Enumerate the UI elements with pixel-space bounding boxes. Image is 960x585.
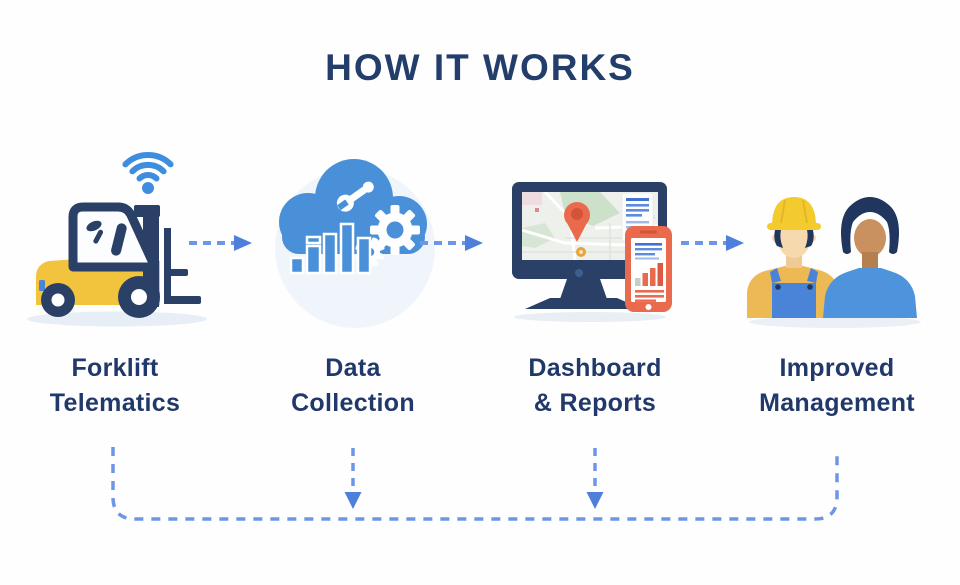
loop-down-arrow-data-collection xyxy=(344,448,362,509)
flow-arrow-2 xyxy=(420,235,483,251)
wifi-icon xyxy=(122,152,174,194)
label-line: Data xyxy=(325,354,381,382)
phone-icon xyxy=(625,226,672,312)
forklift-driver xyxy=(86,220,127,256)
label-line: Management xyxy=(759,389,915,417)
forklift-shadow xyxy=(27,311,207,327)
location-pin-icon xyxy=(564,202,590,257)
worker-man xyxy=(747,197,840,318)
monitor-camera-dot xyxy=(575,269,583,277)
wrench-icon xyxy=(336,181,374,212)
monitor-shadow xyxy=(514,312,666,322)
label-line: Improved xyxy=(779,354,895,382)
flow-arrow-3 xyxy=(681,235,744,251)
dashboard-monitor-icon xyxy=(512,182,672,322)
gear-icon-large xyxy=(370,205,420,255)
label-line: Collection xyxy=(291,389,415,417)
bar-chart-icon xyxy=(289,222,372,275)
feedback-loop-line xyxy=(111,447,839,521)
monitor-stand xyxy=(525,279,642,309)
label-line: & Reports xyxy=(533,389,657,417)
page-title: HOW IT WORKS xyxy=(325,47,635,88)
label-line: Forklift xyxy=(71,354,159,382)
data-collection-cloud-icon xyxy=(275,159,435,328)
label-line: Dashboard xyxy=(528,354,662,382)
phone-bar-chart xyxy=(635,263,663,286)
flow-arrow-1 xyxy=(189,235,252,251)
forklift-wheels xyxy=(41,276,160,318)
loop-down-arrow-dashboard xyxy=(586,448,604,509)
forklift-telematics-icon xyxy=(27,152,207,327)
step-label-dashboard-reports: Dashboard & Reports xyxy=(485,351,705,421)
step-label-data-collection: Data Collection xyxy=(243,351,463,421)
step-label-improved-management: Improved Management xyxy=(727,351,947,421)
label-line: Telematics xyxy=(49,389,181,417)
hardhat-icon xyxy=(767,197,821,230)
step-label-forklift-telematics: Forklift Telematics xyxy=(5,351,225,421)
workers-shadow xyxy=(749,316,921,328)
improved-management-workers-icon xyxy=(747,197,921,328)
worker-woman xyxy=(823,197,917,318)
